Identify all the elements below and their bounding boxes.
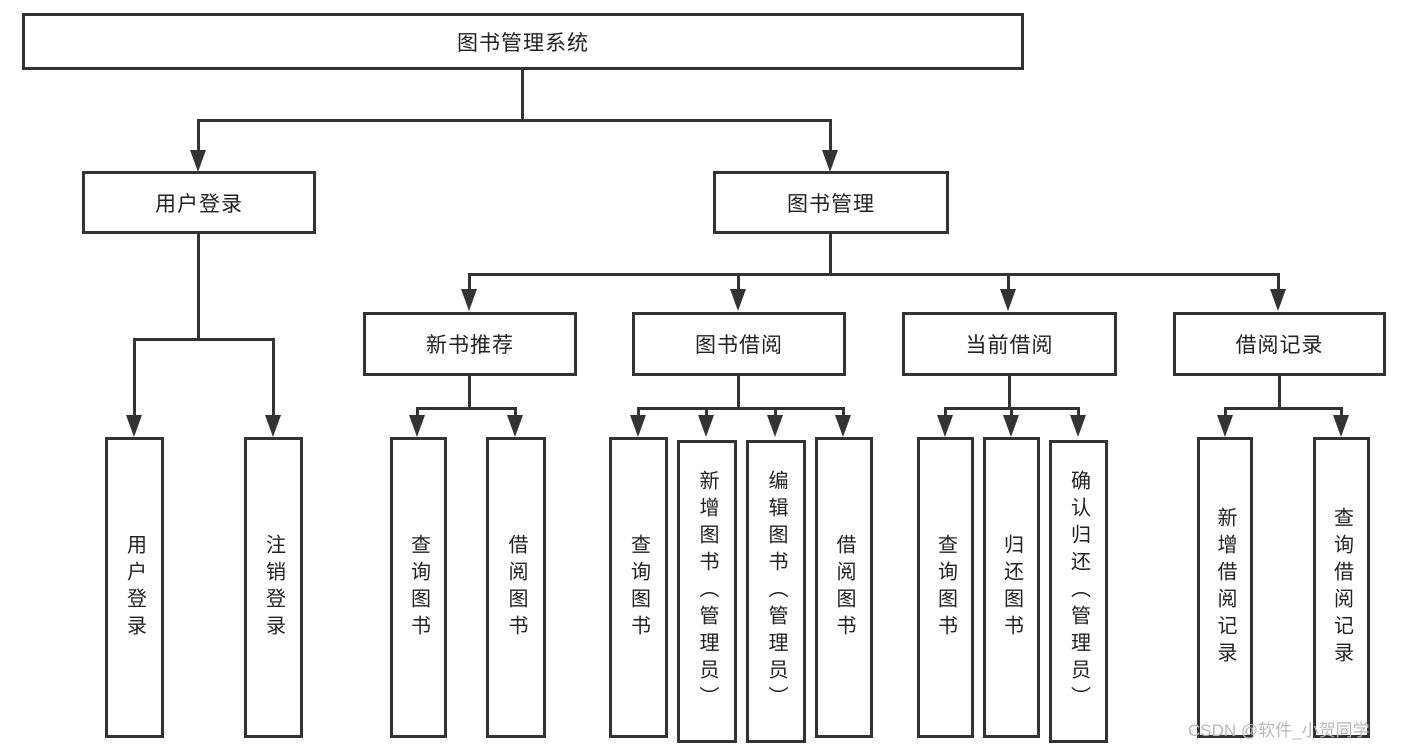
connector-line	[197, 233, 200, 338]
arrow-down-icon	[1217, 415, 1233, 437]
connector-line	[1277, 273, 1280, 291]
leaf-label: 用户登录	[123, 533, 146, 642]
leaf-borrow-books: 借阅图书	[815, 437, 873, 738]
leaf-label: 注销登录	[262, 533, 285, 642]
node-book-management: 图书管理	[713, 171, 949, 234]
arrow-down-icon	[1070, 415, 1086, 437]
node-label: 借阅记录	[1235, 334, 1324, 357]
connector-line	[514, 407, 517, 417]
node-new-book-recommend: 新书推荐	[363, 312, 577, 376]
connector-line	[1077, 407, 1080, 417]
leaf-label: 借阅图书	[505, 533, 527, 642]
node-library-management-system: 图书管理系统	[22, 13, 1024, 70]
connector-line	[1007, 273, 1010, 291]
leaf-label: 查询图书	[627, 533, 650, 642]
connector-line	[133, 338, 275, 341]
leaf-add-books-admin: 新增图书（管理员）	[677, 440, 737, 743]
connector-line	[133, 338, 136, 415]
node-book-borrow: 图书借阅	[632, 312, 846, 376]
leaf-query-borrow-record: 查询借阅记录	[1313, 437, 1370, 738]
connector-line	[521, 70, 524, 119]
leaf-label: 归还图书	[1000, 533, 1023, 642]
node-label: 图书借阅	[695, 334, 783, 357]
csdn-watermark: CSDN @软件_小贺同学	[1188, 721, 1370, 740]
arrow-down-icon	[190, 150, 206, 172]
arrow-down-icon	[835, 415, 851, 437]
connector-line	[737, 375, 740, 407]
arrow-down-icon	[630, 415, 646, 437]
arrow-down-icon	[126, 415, 142, 437]
connector-line	[1278, 375, 1281, 407]
leaf-query-books-recommend: 查询图书	[390, 437, 447, 738]
leaf-label: 确认归还（管理员）	[1067, 470, 1090, 713]
leaf-add-borrow-record: 新增借阅记录	[1197, 437, 1253, 738]
connector-line	[1224, 407, 1227, 417]
leaf-confirm-return-admin: 确认归还（管理员）	[1049, 440, 1108, 743]
leaf-label: 编辑图书（管理员）	[765, 470, 787, 713]
arrow-down-icon	[1333, 415, 1349, 437]
leaf-label: 查询借阅记录	[1330, 506, 1353, 669]
node-current-borrow: 当前借阅	[902, 312, 1117, 376]
arrow-down-icon	[1000, 289, 1016, 311]
arrow-down-icon	[767, 415, 783, 437]
leaf-edit-books-admin: 编辑图书（管理员）	[746, 440, 806, 743]
connector-line	[468, 273, 471, 291]
leaf-label: 借阅图书	[833, 533, 855, 642]
arrow-down-icon	[730, 289, 746, 311]
connector-line	[469, 273, 1280, 276]
arrow-down-icon	[409, 415, 425, 437]
leaf-user-login: 用户登录	[105, 437, 164, 738]
connector-line	[737, 273, 740, 291]
arrow-down-icon	[1270, 289, 1286, 311]
connector-line	[416, 407, 419, 417]
node-label: 图书管理系统	[457, 31, 589, 55]
node-label: 图书管理	[787, 192, 875, 216]
arrow-down-icon	[265, 415, 281, 437]
connector-line	[416, 407, 517, 410]
connector-line	[468, 375, 471, 407]
arrow-down-icon	[698, 415, 714, 437]
leaf-query-books-current: 查询图书	[917, 437, 974, 738]
connector-line	[829, 119, 832, 152]
connector-line	[1340, 407, 1343, 417]
connector-line	[1008, 375, 1011, 407]
connector-line	[705, 407, 708, 417]
connector-line	[1010, 407, 1013, 417]
leaf-label: 查询图书	[934, 533, 957, 642]
connector-line	[842, 407, 845, 417]
leaf-label: 查询图书	[407, 533, 430, 642]
connector-line	[829, 233, 832, 273]
node-label: 新书推荐	[426, 334, 514, 357]
connector-line	[1224, 407, 1343, 410]
node-borrow-records: 借阅记录	[1173, 312, 1386, 376]
node-label: 当前借阅	[965, 334, 1054, 357]
arrow-down-icon	[461, 289, 477, 311]
connector-line	[637, 407, 845, 410]
leaf-label: 新增借阅记录	[1214, 506, 1236, 669]
leaf-query-books-borrow: 查询图书	[609, 437, 668, 738]
arrow-down-icon	[937, 415, 953, 437]
node-label: 用户登录	[155, 192, 243, 216]
connector-line	[197, 119, 200, 152]
arrow-down-icon	[822, 150, 838, 172]
leaf-return-books: 归还图书	[983, 437, 1040, 738]
leaf-logout-login: 注销登录	[244, 437, 303, 738]
node-user-login: 用户登录	[82, 171, 316, 234]
connector-line	[944, 407, 947, 417]
leaf-label: 新增图书（管理员）	[696, 470, 718, 713]
connector-line	[774, 407, 777, 417]
arrow-down-icon	[1003, 415, 1019, 437]
connector-line	[637, 407, 640, 417]
leaf-borrow-books-recommend: 借阅图书	[486, 437, 546, 738]
arrow-down-icon	[507, 415, 523, 437]
connector-line	[197, 119, 832, 122]
connector-line	[272, 338, 275, 415]
